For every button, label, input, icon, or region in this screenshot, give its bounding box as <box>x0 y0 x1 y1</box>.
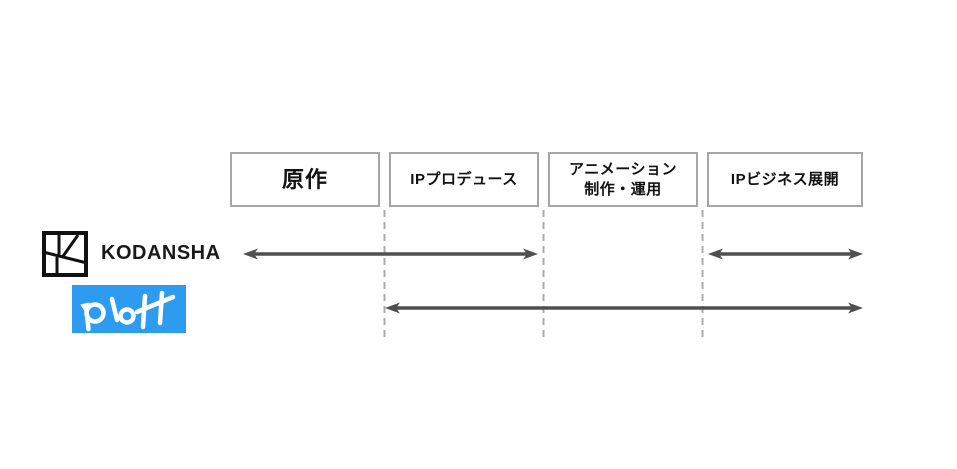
column-header-animation-production: アニメーション 制作・運用 <box>548 152 698 207</box>
plott-arrow-produce-to-business <box>385 302 863 314</box>
plott-logo-text: Plott <box>72 333 73 334</box>
column-label-original: 原作 <box>281 166 328 192</box>
column-label-animation-production: アニメーション 制作・運用 <box>569 160 677 198</box>
column-divider-dashed-lines <box>383 210 704 341</box>
column-label-ip-business: IPビジネス展開 <box>730 170 840 188</box>
kodansha-arrow-original-to-produce <box>243 248 538 260</box>
kodansha-arrow-ip-business <box>708 248 863 260</box>
plott-logo: Plott <box>72 285 186 333</box>
column-label-ip-produce: IPプロデュース <box>410 170 518 188</box>
column-header-original: 原作 <box>230 152 380 207</box>
kodansha-logo-text: KODANSHA <box>101 242 221 264</box>
plott-logo-wordmark <box>80 290 176 332</box>
column-header-ip-business: IPビジネス展開 <box>707 152 863 207</box>
column-header-ip-produce: IPプロデュース <box>389 152 539 207</box>
kodansha-logo: KODANSHA <box>42 230 221 277</box>
kodansha-logo-icon <box>42 230 88 277</box>
